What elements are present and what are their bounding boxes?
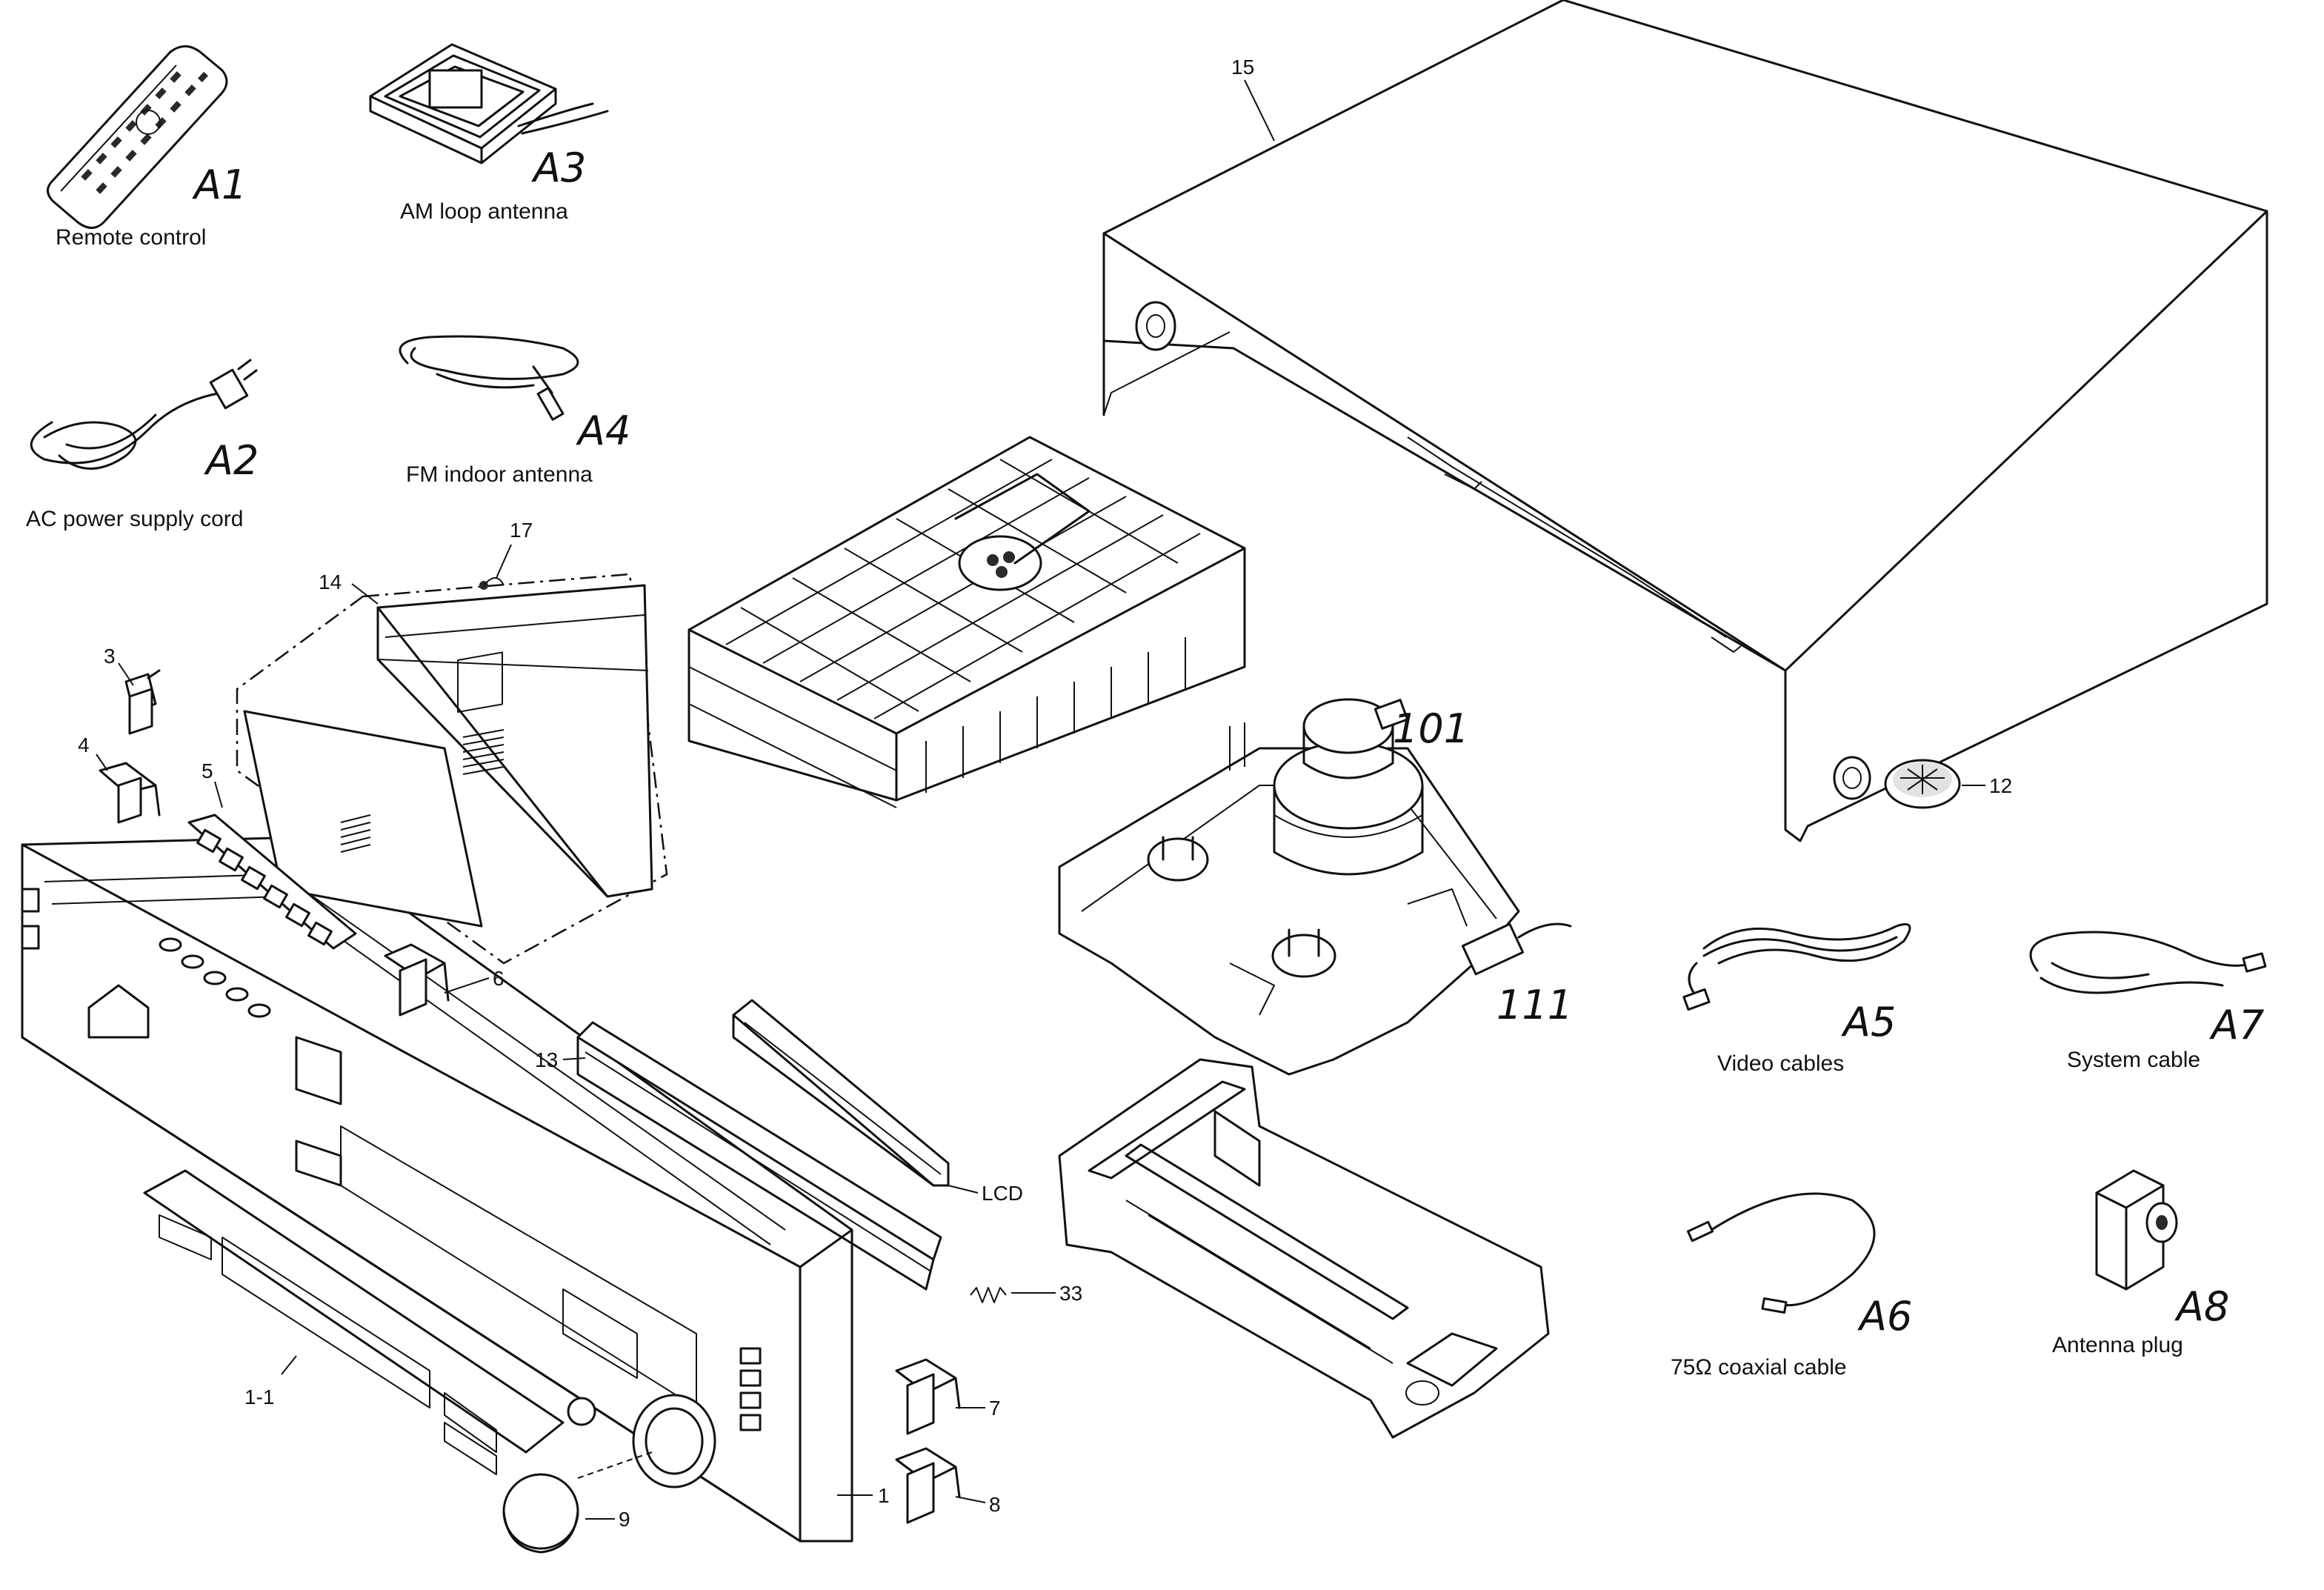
remote-control: [47, 45, 228, 229]
a1-caption: Remote control: [56, 225, 206, 250]
front-panel-buttons: [159, 937, 271, 1018]
a3-code: A3: [531, 144, 586, 191]
a6-caption: 75Ω coaxial cable: [1671, 1355, 1847, 1380]
lcd-holder-13: [576, 1021, 942, 1291]
callout-7: 7: [989, 1397, 1001, 1420]
display-window: [143, 1169, 565, 1475]
callout-13: 13: [535, 1048, 558, 1071]
antenna-plug: [2095, 1169, 2178, 1291]
part-12: [1884, 759, 1961, 809]
top-cover: [1102, 0, 2268, 842]
callout-33: 33: [1059, 1282, 1082, 1305]
cover-screw-hole-right: [1833, 756, 1871, 800]
callout-3: 3: [104, 645, 116, 668]
callout-101: 101: [1393, 705, 1469, 752]
a4-code: A4: [576, 408, 630, 454]
bracket-3: [124, 669, 161, 735]
callout-12: 12: [1989, 774, 2012, 797]
callout-6: 6: [493, 967, 505, 990]
fm-indoor-antenna: [399, 335, 579, 421]
remote-buttons: [81, 71, 209, 194]
callout-111: 111: [1496, 982, 1573, 1028]
coaxial-cable: [1686, 1192, 1876, 1314]
a3-caption: AM loop antenna: [400, 199, 568, 224]
bracket-7: [895, 1358, 961, 1435]
callout-4: 4: [78, 734, 90, 756]
lcd-panel: [732, 999, 950, 1187]
door-assembly-boundary: [236, 573, 668, 965]
a1-code: A1: [192, 162, 247, 208]
spring-33: [970, 1287, 1007, 1303]
a2-code: A2: [204, 437, 259, 484]
callout-8: 8: [989, 1493, 1001, 1516]
a5-code: A5: [1841, 999, 1896, 1045]
video-head-drum: [1273, 741, 1424, 830]
dvd-loader-mechanism: [687, 436, 1246, 808]
callout-lcd: LCD: [982, 1182, 1023, 1205]
dvd-tray-spindle: [958, 535, 1042, 591]
reel-left: [1147, 837, 1209, 882]
callout-1-1: 1-1: [244, 1386, 274, 1408]
bracket-8: [895, 1447, 961, 1524]
am-loop-antenna: [369, 43, 609, 164]
a6-code: A6: [1857, 1293, 1912, 1340]
spring-17: [479, 577, 505, 590]
bracket-4: [99, 762, 161, 824]
callout-17: 17: [510, 519, 533, 542]
a5-caption: Video cables: [1717, 1051, 1844, 1076]
callout-5: 5: [202, 759, 213, 782]
callout-14: 14: [319, 571, 342, 593]
volume-knob: [502, 1451, 653, 1554]
button-strip-5: [187, 814, 357, 950]
front-loading-frame: [1058, 1058, 1550, 1439]
a4-caption: FM indoor antenna: [406, 462, 593, 487]
bracket-6: [384, 943, 450, 1017]
reel-right: [1271, 934, 1336, 978]
cover-screw-hole-left: [1135, 301, 1176, 351]
front-panel: [21, 836, 853, 1543]
system-cable: [2029, 931, 2267, 994]
capstan-motor: [1461, 922, 1525, 976]
door-inner-panel: [243, 710, 483, 928]
a7-code: A7: [2209, 1002, 2264, 1048]
front-door: [376, 584, 653, 898]
callout-15: 15: [1231, 56, 1254, 79]
a8-code: A8: [2174, 1283, 2229, 1330]
ac-power-cord: [30, 359, 258, 470]
vcr-deck-mechanism: [1058, 698, 1572, 1076]
video-cables: [1682, 923, 1911, 1011]
callout-1: 1: [878, 1484, 890, 1507]
a2-caption: AC power supply cord: [26, 507, 243, 531]
callout-9: 9: [619, 1508, 630, 1531]
a8-caption: Antenna plug: [2052, 1333, 2183, 1357]
door-grille: [457, 651, 503, 713]
a7-caption: System cable: [2067, 1048, 2200, 1072]
